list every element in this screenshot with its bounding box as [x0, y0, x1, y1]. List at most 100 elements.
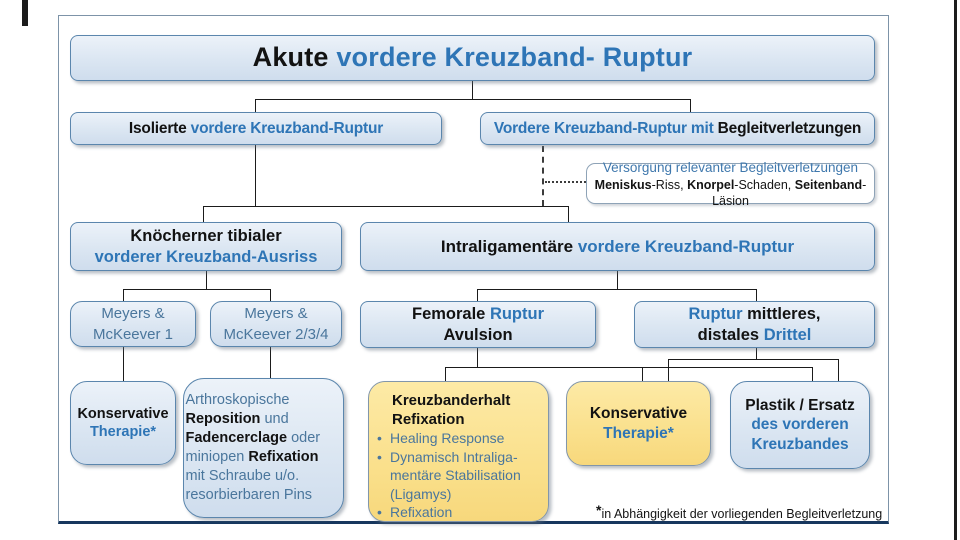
ruptur-mittel-blue2: Drittel: [763, 325, 812, 344]
ruptur-mittel-black2: distales: [697, 325, 764, 344]
knoechern-line1: Knöcherner tibialer: [130, 226, 282, 245]
arthro-line4: miniopen Refixation: [186, 448, 345, 467]
bullet-icon: •: [377, 504, 382, 520]
arthro-fadencerclage: Fadencerclage: [185, 430, 288, 446]
connector-line: [203, 206, 205, 222]
meyers1-line1: Meyers &: [101, 305, 165, 322]
intralig-blue: vordere Kreuzband-Ruptur: [577, 236, 795, 256]
box-title: Akute vordere Kreuzband- Ruptur: [70, 35, 875, 81]
ruptur-mittel-line2: distales Drittel: [698, 325, 812, 346]
arthro-line1: Arthroskopische: [185, 392, 290, 408]
connector-line: [445, 367, 447, 382]
arthro-line6: resorbierbaren Pins: [185, 487, 313, 503]
isolierte-blue: vordere Kreuzband-Ruptur: [190, 119, 384, 137]
femorale-line1: Femorale Ruptur: [412, 304, 544, 325]
ruptur-mittel-line1: Ruptur mittleres,: [688, 304, 820, 325]
connector-line: [270, 347, 272, 378]
versorgung-line2: Meniskus-Riss, Knorpel-Schaden, Seitenba…: [587, 177, 874, 209]
box-arthroskopische-reposition: Arthroskopische Reposition und Fadencerc…: [183, 378, 344, 518]
konservativ-links-line1: Konservative: [77, 405, 169, 422]
arthro-reposition: Reposition: [185, 411, 261, 427]
connector-line: [690, 99, 692, 112]
box-meyers-mckeever-1: Meyers & McKeever 1: [70, 301, 196, 347]
connector-line: [838, 359, 840, 382]
box-versorgung-begleitverletzungen: Versorgung relevanter Begleitverletzunge…: [586, 160, 875, 208]
connector-line: [123, 289, 271, 291]
footnote: *in Abhängigkeit der vorliegenden Beglei…: [596, 502, 882, 521]
box-kreuzbanderhalt-refixation: Kreuzbanderhalt Refixation • Healing Resp…: [368, 381, 549, 522]
bullet-icon: •: [377, 430, 382, 446]
connector-line: [123, 289, 125, 301]
connector-line: [255, 145, 257, 207]
connector-line: [445, 367, 813, 369]
kreuzbanderhalt-bullet2: •Dynamisch Intraliga-: [377, 448, 542, 467]
title-text: Akute vordere Kreuzband- Ruptur: [253, 41, 693, 75]
arthro-oder: oder: [287, 430, 321, 446]
begleit-text: Vordere Kreuzband-Ruptur mit Begleitverl…: [493, 119, 862, 138]
box-meyers-mckeever-234: Meyers & McKeever 2/3/4: [210, 301, 342, 347]
plastik-line3: Kreuzbandes: [751, 435, 849, 453]
begleit-blue: Vordere Kreuzband-Ruptur mit: [493, 119, 718, 137]
kreuzbanderhalt-bullet3: • Refixation: [377, 503, 542, 522]
konservativ-gelb-line1: Konservative: [589, 405, 688, 423]
connector-line: [756, 289, 758, 301]
intralig-black: Intraligamentäre: [440, 236, 578, 256]
kreuzbanderhalt-heading1: Kreuzbanderhalt: [392, 392, 511, 409]
versorgung-riss: -Riss,: [651, 177, 688, 192]
footnote-text: in Abhängigkeit der vorliegenden Begleit…: [601, 507, 883, 521]
connector-line: [255, 99, 691, 101]
plastik-line1: Plastik / Ersatz: [745, 396, 855, 414]
konservativ-links-line2: Therapie*: [89, 424, 157, 440]
arthro-miniopen: miniopen: [185, 449, 249, 465]
kreuzbanderhalt-bullet1: • Healing Response: [377, 429, 542, 448]
connector-line: [668, 359, 839, 361]
box-konservative-therapie-gelb: Konservative Therapie*: [566, 381, 711, 466]
connector-line: [568, 206, 570, 222]
plastik-line2: des vorderen: [751, 416, 849, 434]
box-intraligamentaere-ruptur: Intraligamentäre vordere Kreuzband-Ruptu…: [360, 222, 875, 271]
intralig-text: Intraligamentäre vordere Kreuzband-Ruptu…: [441, 236, 794, 257]
diagram-frame: [58, 15, 889, 524]
title-black: Akute: [252, 42, 337, 73]
arthro-refixation: Refixation: [248, 449, 319, 465]
versorgung-meniskus: Meniskus: [594, 177, 652, 192]
box-ruptur-mittleres-drittel: Ruptur mittleres, distales Drittel: [634, 301, 875, 348]
bullet2-line3: (Ligamys): [390, 485, 452, 502]
connector-line: [642, 367, 644, 382]
box-isolierte-ruptur: Isolierte vordere Kreuzband-Ruptur: [70, 112, 442, 145]
box-knoecherner-ausriss: Knöcherner tibialer vorderer Kreuzband-A…: [70, 222, 342, 271]
bullet2-line1: Dynamisch Intraliga-: [390, 448, 518, 465]
footnote-asterisk: *: [596, 502, 602, 518]
femorale-black: Femorale: [411, 304, 490, 323]
connector-line: [477, 348, 479, 368]
isolierte-black: Isolierte: [128, 119, 191, 137]
connector-dotted-line: [545, 181, 586, 183]
versorgung-knorpel: Knorpel: [687, 177, 735, 192]
ruptur-mittel-blue1: Ruptur: [688, 304, 748, 323]
title-blue: vordere Kreuzband- Ruptur: [336, 42, 693, 73]
femorale-blue: Ruptur: [489, 304, 545, 323]
connector-line: [203, 206, 569, 208]
connector-line: [477, 289, 757, 291]
versorgung-schaden: -Schaden,: [734, 177, 795, 192]
arthro-text: Arthroskopische Reposition und Fadencerc…: [175, 391, 353, 505]
connector-line: [617, 271, 619, 290]
arthro-line2: Reposition und: [186, 410, 345, 429]
box-ruptur-mit-begleitverletzungen: Vordere Kreuzband-Ruptur mit Begleitverl…: [480, 112, 875, 145]
connector-line: [206, 271, 208, 290]
bullet3-text: Refixation: [390, 504, 453, 520]
meyers234-line1: Meyers &: [244, 305, 308, 322]
meyers234-line2: McKeever 2/3/4: [223, 326, 329, 343]
connector-line: [255, 99, 257, 112]
femorale-line2: Avulsion: [443, 325, 513, 344]
box-plastik-ersatz: Plastik / Ersatz des vorderen Kreuzbande…: [730, 381, 870, 469]
begleit-black: Begleitverletzungen: [717, 119, 862, 137]
bullet1-text: Healing Response: [390, 430, 505, 446]
isolierte-text: Isolierte vordere Kreuzband-Ruptur: [129, 119, 383, 138]
connector-line: [668, 359, 670, 382]
versorgung-line1: Versorgung relevanter Begleitverletzunge…: [602, 159, 859, 175]
bullet2-line2: mentäre Stabilisation: [390, 467, 521, 483]
versorgung-seitenband: Seitenband: [794, 177, 863, 192]
kreuzbanderhalt-heading2: Refixation: [392, 411, 465, 428]
